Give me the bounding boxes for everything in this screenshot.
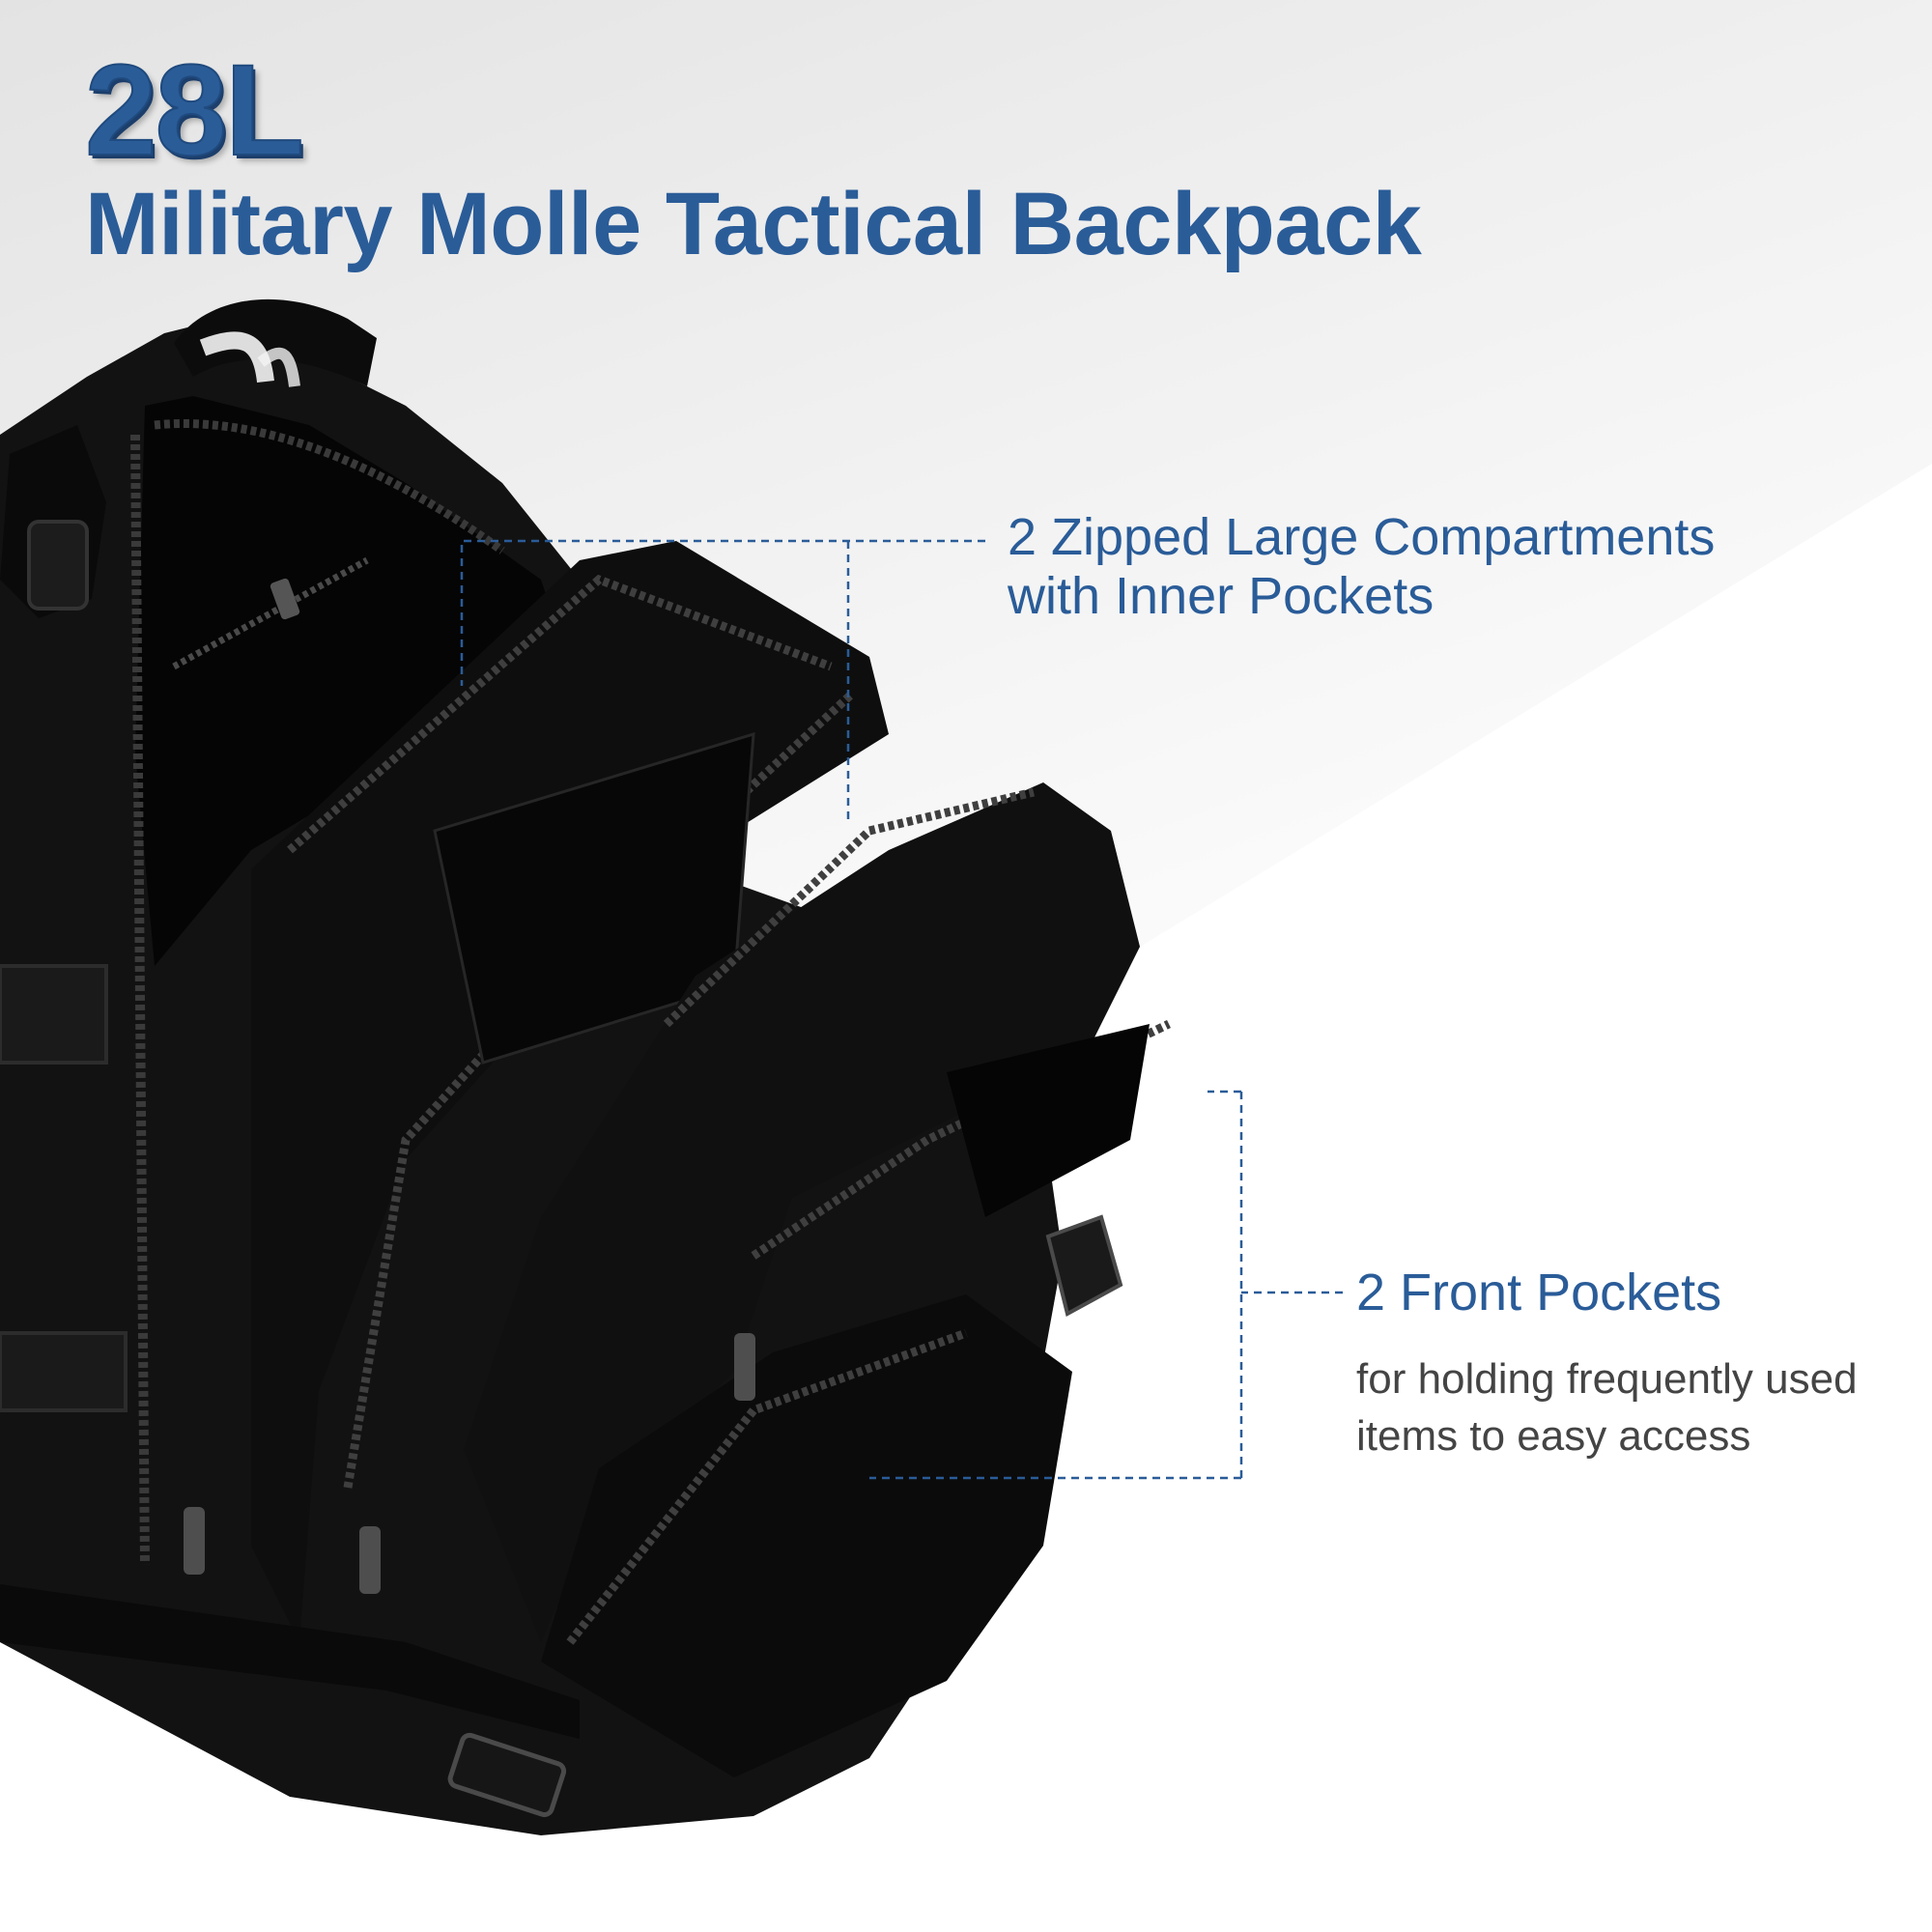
zipper-pull	[184, 1507, 205, 1575]
zipper-pull	[359, 1526, 381, 1594]
main-compartment-opening	[135, 396, 560, 966]
callout-front-pockets-desc-line-2: items to easy access	[1356, 1412, 1751, 1460]
callout-front-pockets-desc-line-1: for holding frequently used	[1356, 1355, 1858, 1403]
zipper-pull	[734, 1333, 755, 1401]
callout-compartments-line-1: 2 Zipped Large Compartments	[1008, 508, 1716, 566]
buckle	[1045, 1214, 1123, 1317]
callout-front-pockets-title: 2 Front Pockets	[1356, 1264, 1722, 1321]
capacity-title: 28L	[84, 39, 305, 183]
callout-compartments-line-2: with Inner Pockets	[1008, 567, 1435, 625]
strap-buckle	[447, 1732, 567, 1818]
front-pocket-upper	[464, 782, 1140, 1642]
product-title: Military Molle Tactical Backpack	[85, 175, 1422, 273]
top-handle	[174, 298, 377, 386]
